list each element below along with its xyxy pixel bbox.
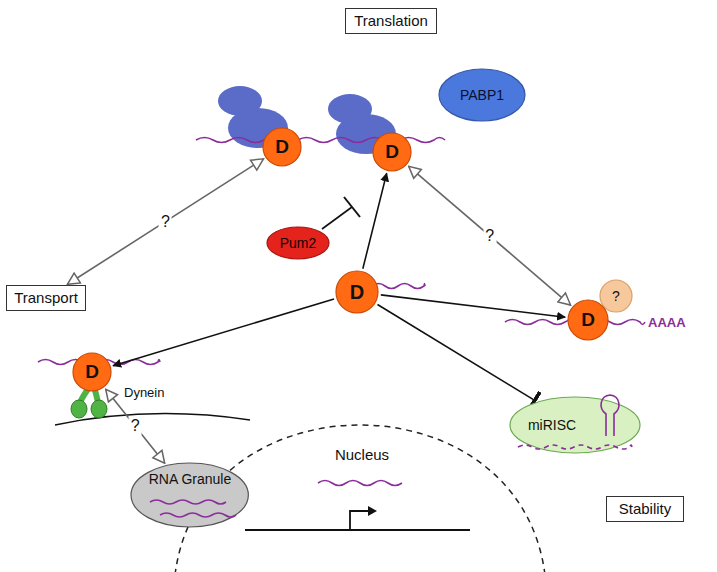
- node-outline: [439, 69, 525, 121]
- node-text: Nucleus: [335, 446, 389, 463]
- flow-arrow: [363, 173, 387, 268]
- polya-tail: AAAA: [648, 316, 686, 331]
- node-outline: [131, 463, 248, 527]
- node-outline: [73, 353, 111, 391]
- node-outline: [510, 397, 640, 453]
- gene-line: [245, 529, 470, 531]
- inhibition-bar: [344, 197, 360, 217]
- process-title-box: Stability: [606, 496, 684, 521]
- promoter-arrow: [350, 511, 370, 530]
- node-outline: [336, 271, 378, 313]
- node-text: D: [275, 136, 289, 158]
- pum2-protein: Pum2: [266, 226, 330, 260]
- node-text: Stability: [619, 500, 672, 517]
- mrna-strand: [372, 284, 425, 289]
- bidirectional-arrow: [409, 166, 571, 305]
- node-text: Translation: [354, 12, 428, 29]
- mrna-strand: [150, 500, 226, 504]
- protein-label: Dynein: [124, 386, 164, 401]
- compartment-label: Nucleus: [322, 442, 402, 467]
- dazl-protein: D: [567, 299, 609, 341]
- edge-label: ?: [483, 226, 496, 244]
- promoter-arrowhead: [368, 506, 377, 516]
- node-text: D: [85, 361, 99, 383]
- dazl-protein: D: [262, 127, 302, 167]
- edge-label: ?: [159, 212, 172, 230]
- inhibition-arrow: [377, 304, 534, 400]
- node-text: Transport: [14, 289, 78, 306]
- node-text: Pum2: [280, 235, 317, 251]
- bidirectional-arrow: [67, 159, 263, 284]
- pabp1-protein: PABP1: [438, 68, 526, 122]
- degraded-mrna: [518, 445, 632, 449]
- node-text: PABP1: [460, 87, 504, 103]
- dazl-protein: D: [372, 132, 412, 172]
- rna-granule: RNA Granule: [130, 462, 249, 528]
- node-outline: [373, 133, 411, 171]
- bidirectional-arrow: [106, 389, 165, 463]
- node-outline: [267, 227, 329, 259]
- hairpin-rna: [601, 395, 619, 436]
- process-title-box: Translation: [345, 8, 437, 34]
- dynein-head: [71, 400, 87, 418]
- node-outline: [263, 128, 301, 166]
- dazl-protein: D: [335, 270, 379, 314]
- mrna-strand: [160, 513, 236, 517]
- node-text: D: [581, 309, 595, 331]
- process-title-box: Transport: [6, 285, 86, 310]
- node-text: RNA Granule: [149, 471, 231, 487]
- node-text: D: [350, 281, 364, 304]
- node-text: ?: [612, 288, 620, 304]
- inhibition-line: [322, 207, 352, 229]
- dazl-protein: D: [72, 352, 112, 392]
- flow-arrow: [113, 299, 334, 366]
- node-outline: [600, 280, 632, 312]
- mrna-strand: [318, 481, 402, 486]
- flow-arrow: [381, 295, 565, 317]
- node-outline: [568, 300, 608, 340]
- node-text: miRISC: [528, 417, 576, 433]
- dynein-head: [91, 400, 107, 418]
- edge-label: ?: [129, 417, 142, 435]
- node-text: D: [385, 141, 399, 163]
